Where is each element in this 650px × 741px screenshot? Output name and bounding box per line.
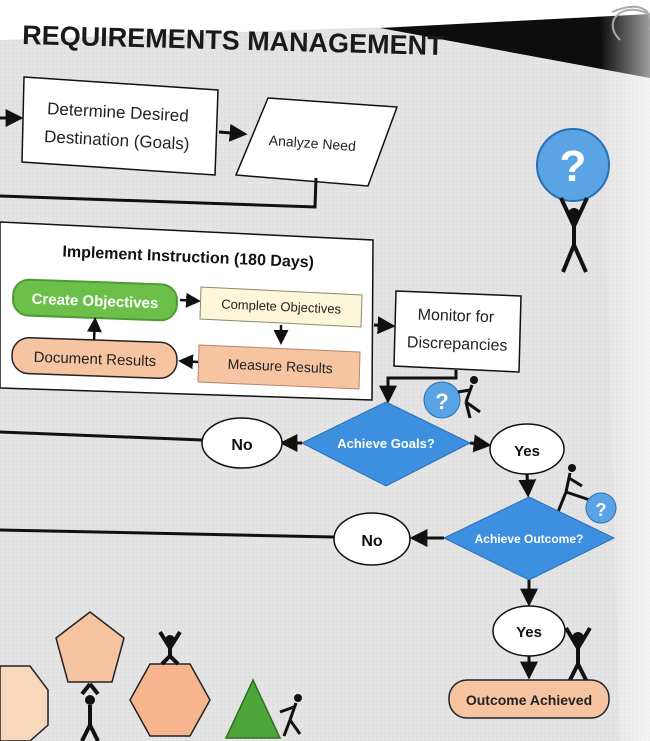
- stick-figure-on-hexagon-icon: [158, 630, 182, 666]
- svg-text:Document Results: Document Results: [33, 349, 156, 370]
- no-node-2: [333, 512, 411, 566]
- question-mark-small: ?: [435, 389, 448, 414]
- achieve-outcome-label: Achieve Outcome?: [475, 532, 584, 546]
- question-mark-large: ?: [560, 142, 587, 191]
- pentagon-shape: [55, 611, 125, 683]
- yes-label-1: Yes: [514, 443, 540, 460]
- stick-figure-kicking-icon: [556, 464, 591, 513]
- complete-objectives-node: Complete Objectives: [199, 286, 363, 328]
- analyze-need-parallelogram: [234, 97, 399, 187]
- connector-no2-left: [0, 528, 335, 539]
- stick-figure-cheering-icon: [564, 626, 592, 685]
- dark-corner: [380, 14, 650, 78]
- determine-goals-box: [21, 76, 219, 176]
- create-objectives-node: Create Objectives: [11, 278, 179, 322]
- hexagon-shape: [129, 663, 211, 737]
- outcome-achieved-label: Outcome Achieved: [466, 692, 592, 708]
- arrow-yes1-down: [518, 473, 537, 498]
- arrow-goals-yes: [469, 434, 492, 453]
- svg-text:Complete Objectives: Complete Objectives: [221, 296, 342, 316]
- arrow-goals-to-analyze: [218, 123, 248, 142]
- stick-figure-lifting-pentagon-icon: [80, 682, 100, 741]
- outcome-achieved-node: [448, 679, 610, 719]
- stick-figure-pushing-icon: [457, 376, 481, 419]
- arrow-document-to-create: [86, 317, 102, 341]
- panel-top-band: [0, 0, 650, 40]
- no-label-2: No: [361, 533, 383, 550]
- no-node-1: [201, 417, 283, 469]
- measure-results-node: Measure Results: [197, 344, 361, 390]
- arrow-create-to-complete: [179, 292, 201, 308]
- stick-figure-pushing-triangle-icon: [279, 694, 302, 737]
- svg-text:Create Objectives: Create Objectives: [31, 291, 158, 312]
- monitor-label: Monitor for Discrepancies: [407, 306, 509, 354]
- monitor-box: [393, 290, 522, 373]
- arrow-measure-to-document: [178, 354, 199, 370]
- svg-text:Measure Results: Measure Results: [227, 356, 333, 377]
- question-circle-large: [536, 128, 610, 202]
- connector-monitor-to-goals: [379, 370, 458, 404]
- question-circle-kicked: [585, 492, 617, 524]
- arrow-panel-to-monitor: [373, 316, 396, 335]
- edge-shine: [600, 0, 650, 741]
- stick-figure-holding-icon: [559, 197, 589, 273]
- document-results-node: Document Results: [11, 336, 178, 380]
- triangle-shape: [224, 678, 282, 739]
- achieve-goals-label: Achieve Goals?: [337, 436, 435, 451]
- analyze-need-label: Analyze Need: [268, 132, 356, 154]
- connector-no1-left: [0, 430, 203, 442]
- connector-analyze-down: [0, 177, 318, 209]
- octagon-shape: [0, 665, 49, 741]
- yes-label-2: Yes: [516, 624, 542, 641]
- no-label-1: No: [231, 437, 253, 454]
- atom-logo-icon: [611, 5, 650, 41]
- achieve-goals-diamond: [300, 401, 472, 487]
- question-circle-small: [423, 381, 461, 419]
- question-mark-kicked: ?: [596, 500, 607, 520]
